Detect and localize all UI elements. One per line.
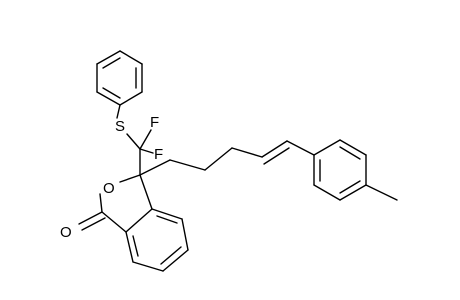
fluorine-atom-label-2: F xyxy=(154,146,163,163)
bond-c-f1 xyxy=(139,129,152,150)
fluorine-atom-label-1: F xyxy=(150,114,159,131)
bond-ring-sulfur xyxy=(116,104,121,119)
bond-c-f2 xyxy=(139,148,154,154)
phenylthio-ring xyxy=(96,50,143,106)
methyl-bond xyxy=(365,184,398,201)
lactone-ring xyxy=(99,174,153,233)
carbonyl-oxygen-atom-label: O xyxy=(60,224,72,241)
carbonyl-group xyxy=(78,211,106,231)
tolyl-ring xyxy=(313,139,367,201)
bond-sulfur-cf2 xyxy=(126,133,141,150)
pentenyl-chain xyxy=(139,140,315,176)
sulfur-atom-label: S xyxy=(115,118,125,135)
fused-benzene-ring xyxy=(125,208,189,272)
ring-oxygen-atom-label: O xyxy=(103,180,115,197)
